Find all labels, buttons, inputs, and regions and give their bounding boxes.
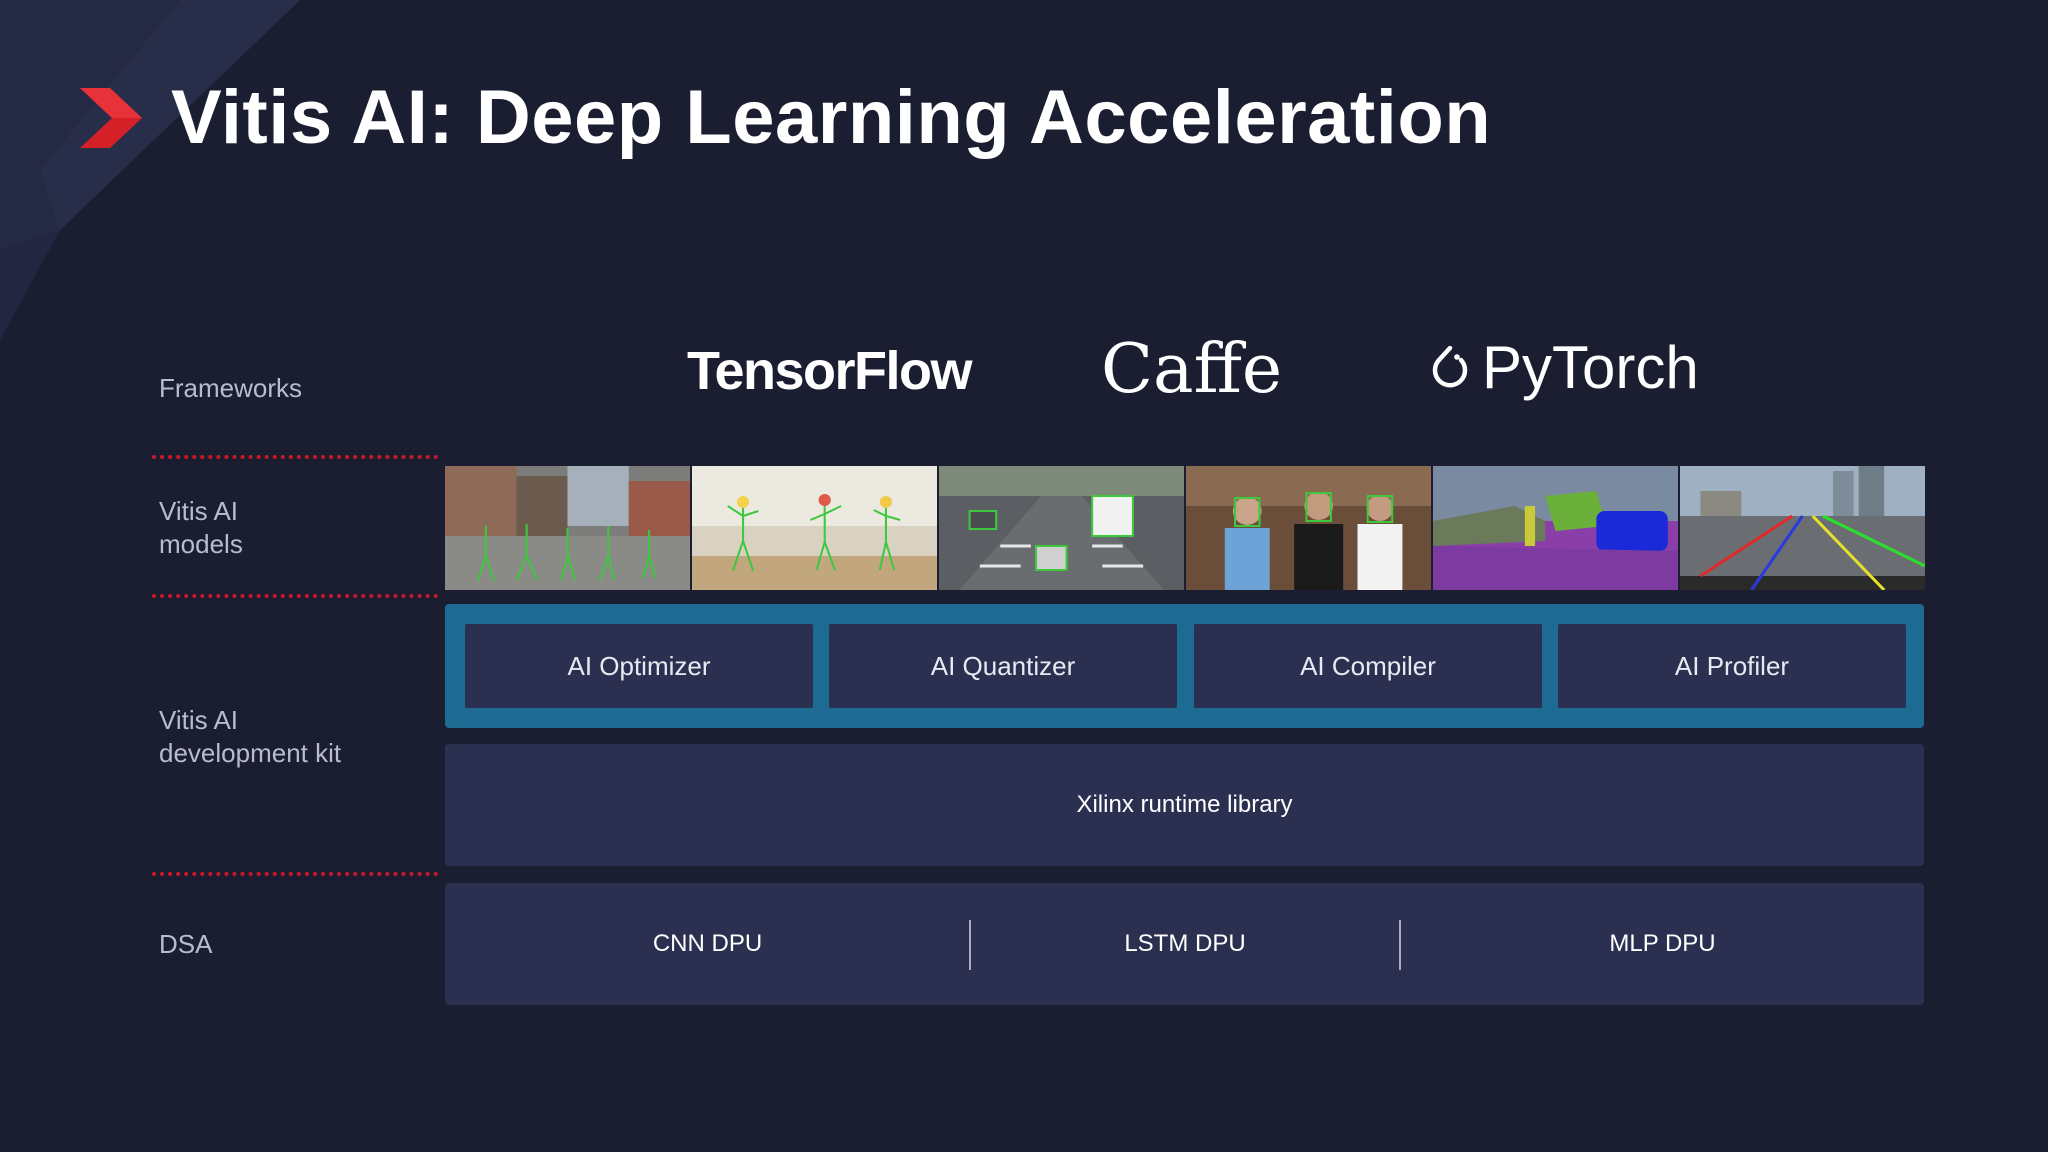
cnn-dpu-label: CNN DPU xyxy=(652,930,763,957)
dpu-divider xyxy=(1399,920,1401,970)
row-separator xyxy=(152,872,438,876)
ai-profiler-box: AI Profiler xyxy=(1558,624,1906,708)
pytorch-flame-icon xyxy=(1432,345,1468,387)
pytorch-logo: PyTorch xyxy=(1430,333,1699,402)
row-label-dsa: DSA xyxy=(159,929,213,959)
ai-optimizer-box: AI Optimizer xyxy=(465,624,813,708)
row-label-frameworks: Frameworks xyxy=(159,373,303,403)
model-thumb-dance-pose xyxy=(692,466,939,590)
background-shapes xyxy=(0,0,300,340)
runtime-library-box: Xilinx runtime library xyxy=(445,744,1924,866)
ai-compiler-box: AI Compiler xyxy=(1194,624,1542,708)
row-label-models: Vitis AI models xyxy=(159,496,243,559)
tensorflow-logo: TensorFlow xyxy=(687,341,973,401)
model-thumb-segmentation xyxy=(1433,466,1680,590)
pytorch-logo-text: PyTorch xyxy=(1482,334,1699,401)
model-thumb-traffic-detection xyxy=(939,466,1186,590)
dsa-box: CNN DPU LSTM DPU MLP DPU xyxy=(445,883,1924,1005)
mlp-dpu-label: MLP DPU xyxy=(1609,930,1716,957)
slide-title: Vitis AI: Deep Learning Acceleration xyxy=(171,75,1492,160)
model-thumb-pedestrian-pose xyxy=(445,466,692,590)
row-separator xyxy=(152,594,438,598)
lstm-dpu-label: LSTM DPU xyxy=(1124,930,1246,957)
models-image-strip xyxy=(445,466,1925,590)
caffe-logo: Caffe xyxy=(1101,330,1283,409)
row-label-devkit: Vitis AI development kit xyxy=(159,705,342,768)
dpu-divider xyxy=(969,920,971,970)
model-thumb-lane-detection xyxy=(1680,466,1925,590)
ai-quantizer-box: AI Quantizer xyxy=(829,624,1177,708)
row-separator xyxy=(152,455,438,459)
model-thumb-face-detection xyxy=(1186,466,1433,590)
chevron-arrow-icon xyxy=(80,88,142,148)
devkit-frame: AI Optimizer AI Quantizer AI Compiler AI… xyxy=(445,604,1924,728)
